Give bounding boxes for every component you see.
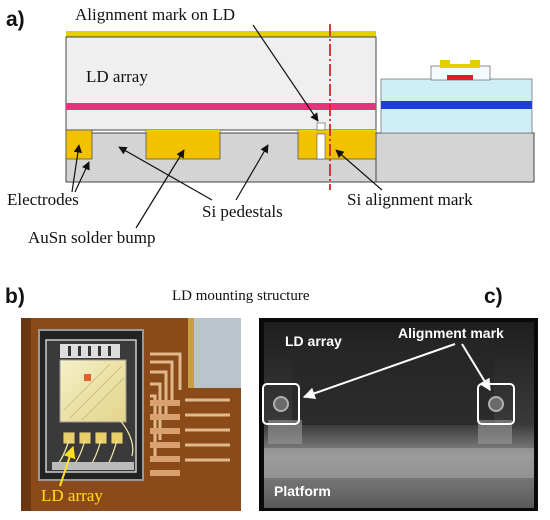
photo-ld-chip [59,359,127,423]
arrow-panel-b-ld-array [59,445,76,487]
label-si-pedestals: Si pedestals [202,202,283,221]
arrow-alignment-mark-right [461,343,491,392]
photo-pads [150,400,180,476]
photo-bottom-pins [52,462,134,470]
waveguide-electrode-gap [450,60,470,64]
panel-b-caption: LD mounting structure [172,288,310,304]
arrow-alignment-mark-left [302,343,456,400]
photo-bond-pads [62,431,124,445]
solder-bump-right [297,129,377,160]
ld-array-body [65,36,377,131]
label-electrodes: Electrodes [7,190,79,209]
panel-c-ld-array: LD array [285,333,342,349]
label-ausn-solder-bump: AuSn solder bump [28,228,156,247]
ld-active-layer [66,103,376,110]
alignment-mark-dot-right [488,396,504,412]
camera-ld-region [292,340,494,425]
arrow-si-pedestals-2 [235,144,269,201]
panel-b-letter: b) [5,285,25,308]
photo-left-strip [21,318,31,511]
si-alignment-mark-notch [316,133,326,160]
panel-b-photo: b) LD mounting structure [5,285,310,511]
panel-b-ld-array-label: LD array [41,486,103,505]
electrode-pad-left [65,129,93,160]
waveguide-core [381,101,532,109]
panel-c-platform: Platform [274,483,331,499]
label-ld-array: LD array [86,67,148,86]
photo-right-pad [188,318,241,388]
photo-chip-marker [84,374,91,381]
arrow-electrodes-1 [71,144,83,193]
arrow-ausn-solder-bump [135,149,185,229]
photo-chip-texture [63,363,125,421]
panel-a-schematic: a) Alignment mark on LD LD array Electro… [6,5,535,247]
ld-top-electrode [66,31,376,37]
alignment-mark-dot-left [273,396,289,412]
si-substrate-right [375,132,535,183]
solder-bump-center [145,129,221,160]
label-si-alignment-mark: Si alignment mark [347,190,473,209]
panel-a-letter: a) [6,8,25,31]
panel-c-alignment-mark: Alignment mark [398,325,504,341]
arrow-electrodes-2 [74,161,90,193]
alignment-mark-box-left [262,383,300,425]
photo-right-pad-edge [188,318,194,388]
panel-c-camera: c) LD array Alignment mark Platform [259,285,538,511]
ld-alignment-mark [316,122,326,131]
waveguide-heater [447,75,473,80]
panel-c-letter: c) [484,285,503,308]
alignment-mark-box-right [477,383,515,425]
camera-platform-band [264,448,534,478]
callout-alignment-mark-on-ld: Alignment mark on LD [75,5,235,24]
arrow-si-pedestals-1 [118,146,213,201]
arrow-alignment-mark-on-ld [252,24,319,122]
arrow-si-alignment-mark [335,149,383,191]
photo-top-pin-gaps [68,346,111,356]
